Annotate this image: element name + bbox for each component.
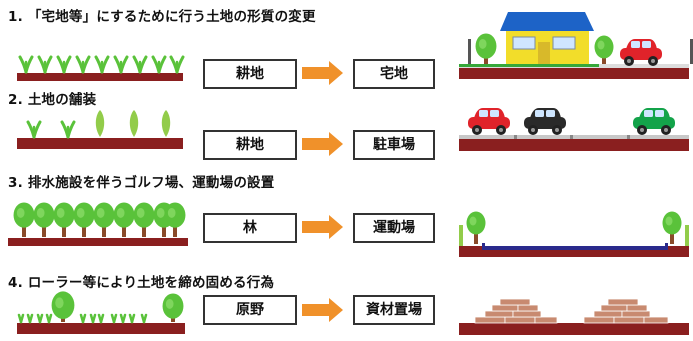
section-4-soil (17, 323, 185, 334)
section-1-from-box: 耕地 (203, 59, 297, 89)
brick (626, 304, 648, 312)
grass-sprout-icon (89, 313, 97, 324)
section-3-from-box: 林 (203, 213, 297, 243)
grass-sprout-icon (79, 313, 87, 324)
section-2-soil (17, 138, 183, 149)
brick (607, 298, 639, 306)
tree-icon (662, 211, 682, 244)
vegetable-icon (129, 110, 139, 137)
tree-icon (113, 202, 135, 237)
section-3-fence (685, 225, 689, 246)
section-3-soil (8, 238, 188, 246)
tree-icon (13, 202, 35, 237)
section-1-lawn (459, 64, 599, 67)
brick (643, 316, 669, 324)
sprout-icon (18, 55, 34, 74)
section-2-asphalt (459, 135, 689, 139)
brick (593, 310, 623, 318)
car-icon (468, 108, 510, 135)
sprout-icon (75, 55, 91, 74)
sprout-icon (113, 55, 129, 74)
arrow-right-icon (302, 215, 343, 239)
sprout-icon (60, 120, 76, 139)
brick (600, 304, 628, 312)
section-4-from-box: 原野 (203, 295, 297, 325)
section-2-ground (459, 139, 689, 151)
grass-sprout-icon (36, 313, 44, 324)
brick (613, 316, 645, 324)
arrow-right-icon (302, 298, 343, 322)
brick (474, 316, 506, 324)
section-2-divider (514, 135, 517, 139)
brick (621, 310, 651, 318)
section-1-post (468, 39, 471, 64)
grass-sprout-icon (97, 313, 105, 324)
vegetable-icon (95, 110, 105, 137)
house-icon (500, 12, 594, 64)
car-icon (633, 108, 675, 135)
tree-icon (164, 202, 186, 237)
sprout-icon (37, 55, 53, 74)
brick (583, 316, 615, 324)
section-4-to-box: 資材置場 (353, 295, 435, 325)
tree-icon (33, 202, 55, 237)
brick (512, 310, 542, 318)
section-2-divider (627, 135, 630, 139)
tree-icon (594, 35, 614, 64)
grass-sprout-icon (128, 313, 136, 324)
section-2-to-box: 駐車場 (353, 130, 435, 160)
grass-sprout-icon (26, 313, 34, 324)
sprout-icon (26, 120, 42, 139)
arrow-right-icon (302, 132, 343, 156)
section-1-post (690, 39, 693, 64)
vegetable-icon (161, 110, 171, 137)
section-2-heading: 2. 土地の舗装 (8, 92, 97, 108)
section-3-heading: 3. 排水施設を伴うゴルフ場、運動場の設置 (8, 175, 275, 191)
tree-icon (133, 202, 155, 237)
car-icon (620, 39, 662, 66)
section-3-fence (459, 225, 463, 246)
grass-sprout-icon (110, 313, 118, 324)
sprout-icon (132, 55, 148, 74)
section-1-to-box: 宅地 (353, 59, 435, 89)
tree-icon (53, 202, 75, 237)
tree-icon (466, 211, 486, 244)
section-4-ground (459, 323, 689, 335)
tree-icon (51, 291, 75, 322)
section-1-soil (17, 73, 183, 81)
section-3-to-box: 運動場 (353, 213, 435, 243)
tree-icon (73, 202, 95, 237)
brick (484, 310, 514, 318)
tree-icon (93, 202, 115, 237)
section-3-ground (459, 246, 689, 257)
drainage-pipe-icon (482, 243, 668, 250)
section-1-ground (459, 68, 689, 79)
arrow-right-icon (302, 61, 343, 85)
tree-icon (475, 33, 497, 64)
brick (517, 304, 539, 312)
brick (499, 298, 531, 306)
grass-sprout-icon (119, 313, 127, 324)
brick (504, 316, 536, 324)
grass-sprout-icon (17, 313, 25, 324)
sprout-icon (56, 55, 72, 74)
section-2-divider (570, 135, 573, 139)
brick (534, 316, 558, 324)
section-2-from-box: 耕地 (203, 130, 297, 160)
brick (491, 304, 519, 312)
sprout-icon (169, 55, 185, 74)
sprout-icon (94, 55, 110, 74)
sprout-icon (151, 55, 167, 74)
section-4-heading: 4. ローラー等により土地を締め固める行為 (8, 275, 275, 291)
car-icon (524, 108, 566, 135)
tree-icon (162, 293, 184, 322)
section-1-heading: 1. 「宅地等」にするために行う土地の形質の変更 (8, 9, 316, 25)
grass-sprout-icon (140, 313, 148, 324)
grass-sprout-icon (45, 313, 53, 324)
